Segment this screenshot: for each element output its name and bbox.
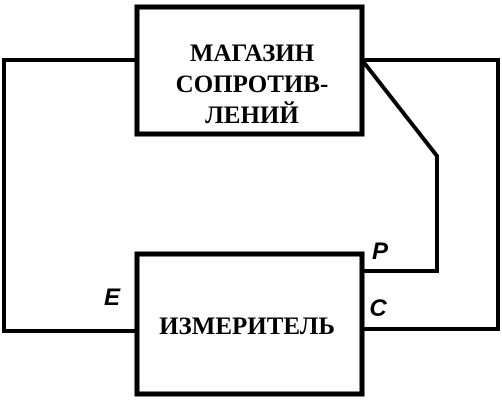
resistance-box-label-line-1: МАГАЗИН (190, 40, 315, 67)
wire-diagonal-to-p (360, 58, 439, 273)
meter-box (134, 251, 365, 397)
resistance-box-label-line-2: СОПРОТИВ- (176, 71, 329, 98)
terminal-e-label: E (104, 284, 121, 311)
terminal-c-label: C (369, 295, 387, 322)
wire-right-loop (362, 58, 500, 331)
resistance-box (134, 4, 365, 137)
terminal-p-label: P (372, 238, 389, 265)
meter-label: ИЗМЕРИТЕЛЬ (159, 313, 335, 340)
resistance-box-label-line-3: ЛЕНИЙ (205, 101, 299, 129)
wire-left-loop (2, 58, 137, 333)
